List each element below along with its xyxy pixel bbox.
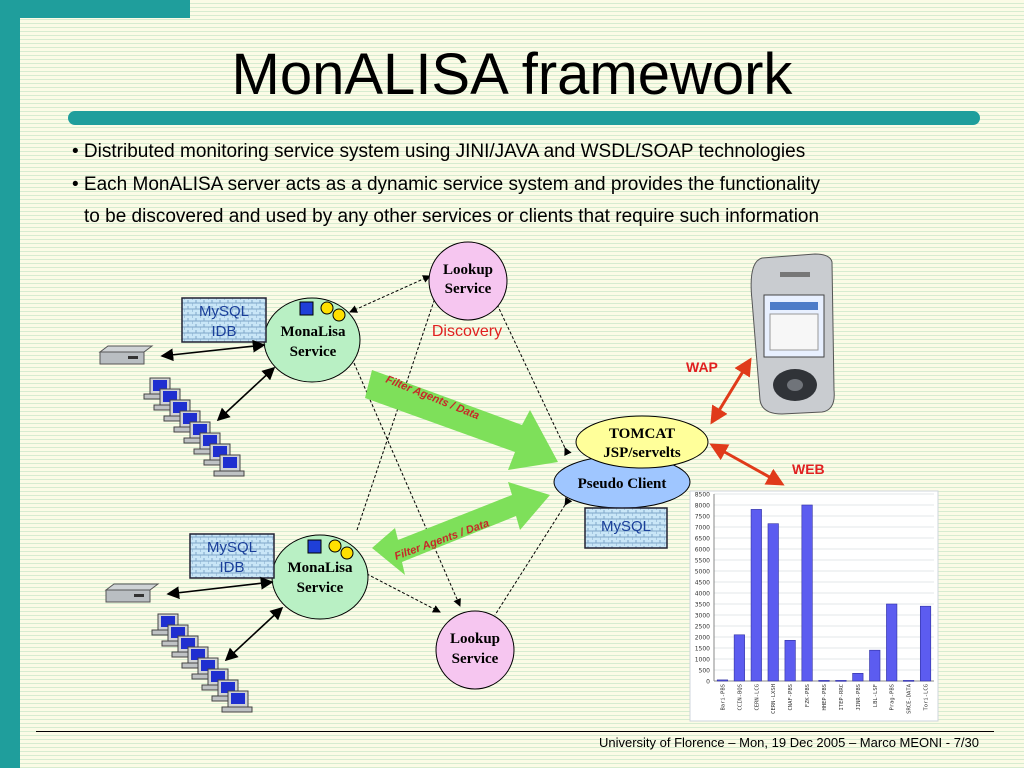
- slide-title: MonALISA framework: [231, 42, 793, 107]
- bullet-2-continued: to be discovered and used by any other s…: [84, 206, 820, 227]
- filter-arrow-bottom: [372, 482, 550, 575]
- chart-bar: [835, 680, 847, 682]
- wap-label: WAP: [686, 359, 718, 375]
- x-tick-label: FZK-PBS: [805, 684, 811, 707]
- slide-footer: University of Florence – Mon, 19 Dec 200…: [598, 735, 979, 750]
- top-accent-bar: [0, 0, 190, 18]
- wap-arrow: [710, 357, 752, 425]
- server-icon: [104, 583, 160, 603]
- x-tick-label: Bari-PBS: [720, 684, 726, 711]
- monalisa-top-label-2: Service: [290, 344, 337, 360]
- web-arrow: [709, 443, 785, 486]
- mysql-idb-top: [181, 297, 267, 343]
- y-tick-label: 7000: [695, 525, 710, 532]
- monalisa-bottom-label-2: Service: [297, 580, 344, 596]
- y-tick-label: 2000: [695, 635, 710, 642]
- mysql-idb-top-label-2: IDB: [211, 323, 236, 340]
- chart-bar: [919, 605, 932, 682]
- workstation-icon: [221, 690, 253, 713]
- y-tick-label: 2500: [695, 624, 710, 631]
- y-tick-label: 6500: [695, 536, 710, 543]
- mysql-idb-top-label-1: MySQL: [199, 303, 249, 320]
- x-tick-label: JINR-PBS: [856, 684, 862, 711]
- service-circle-icon: [328, 539, 342, 553]
- workstations-top-icon: [143, 377, 245, 477]
- title-underline: [68, 111, 980, 125]
- tomcat-node: [575, 415, 709, 469]
- chart-bar: [903, 680, 915, 682]
- y-tick-label: 1000: [695, 657, 710, 664]
- lookup-bottom-label-2: Service: [452, 651, 499, 667]
- lookup-service-bottom: [435, 610, 515, 690]
- tomcat-label-2: JSP/servelts: [603, 445, 681, 461]
- x-tick-label: CCIN-BQS: [737, 684, 743, 711]
- x-tick-label: Tori-LCG: [924, 684, 930, 711]
- x-tick-label: CERN-LXSH: [771, 684, 777, 714]
- y-tick-label: 1500: [695, 646, 710, 653]
- y-tick-label: 6000: [695, 547, 710, 554]
- chart-bar: [852, 672, 864, 682]
- y-tick-label: 4500: [695, 580, 710, 587]
- y-tick-label: 8500: [695, 492, 710, 499]
- x-tick-label: CERN-LCG: [754, 684, 760, 711]
- y-tick-label: 5000: [695, 569, 710, 576]
- chart-bar: [767, 523, 779, 682]
- y-tick-label: 3500: [695, 602, 710, 609]
- server-icon: [98, 345, 154, 365]
- y-tick-label: 5500: [695, 558, 710, 565]
- chart-bar: [716, 679, 729, 682]
- service-circle-icon: [340, 546, 354, 560]
- mobile-phone-icon: [750, 253, 835, 415]
- x-tick-label: ITEP-RRC: [839, 684, 845, 711]
- chart-background: [689, 490, 939, 722]
- service-circle-icon: [320, 301, 334, 315]
- footer-divider: [36, 731, 994, 732]
- service-circle-icon: [332, 308, 346, 322]
- x-tick-label: HHEP-PBS: [822, 684, 828, 711]
- y-tick-label: 3000: [695, 613, 710, 620]
- mysql-idb-bottom-label-1: MySQL: [207, 539, 257, 556]
- x-tick-label: CNAF-PBS: [788, 684, 794, 711]
- filter-arrow-top: [365, 370, 558, 470]
- monalisa-bottom-label-1: MonaLisa: [287, 560, 353, 576]
- monalisa-top-label-1: MonaLisa: [280, 324, 346, 340]
- mysql-right: [584, 507, 668, 549]
- lookup-bottom-label-1: Lookup: [450, 631, 500, 647]
- tomcat-label-1: TOMCAT: [609, 426, 675, 442]
- bar-chart: 0 500 1000 1500 2000 2500 3000 3500 4000 4500 5000…: [689, 490, 939, 722]
- bullet-1: • Distributed monitoring service system …: [72, 141, 806, 162]
- lookup-top-label-1: Lookup: [443, 262, 493, 278]
- x-tick-label: SRCE-DATA: [907, 683, 913, 713]
- chart-bar: [801, 504, 813, 682]
- left-accent-bar: [0, 0, 20, 768]
- lookup-top-label-2: Service: [445, 281, 492, 297]
- mysql-right-label: MySQL: [601, 518, 651, 535]
- chart-bar: [886, 603, 898, 682]
- y-tick-label: 8000: [695, 503, 710, 510]
- chart-bar: [784, 639, 796, 682]
- chart-bar: [869, 649, 881, 682]
- workstations-bottom-icon: [151, 613, 253, 713]
- y-tick-label: 0: [706, 679, 710, 686]
- mysql-idb-bottom: [189, 533, 275, 579]
- pseudo-client-label: Pseudo Client: [578, 476, 667, 492]
- y-tick-label: 4000: [695, 591, 710, 598]
- y-tick-label: 500: [699, 668, 711, 675]
- workstation-icon: [213, 454, 245, 477]
- discovery-label: Discovery: [432, 323, 502, 340]
- service-square-icon: [299, 301, 314, 316]
- lookup-service-top: [428, 241, 508, 321]
- chart-bar: [750, 509, 762, 682]
- y-tick-label: 7500: [695, 514, 710, 521]
- mysql-idb-bottom-label-2: IDB: [219, 559, 244, 576]
- chart-bar: [733, 634, 745, 682]
- x-tick-label: Prag-PBS: [890, 684, 896, 711]
- x-tick-label: LBL-LSF: [873, 684, 879, 707]
- web-label: WEB: [792, 461, 825, 477]
- bullet-2: • Each MonALISA server acts as a dynamic…: [72, 174, 820, 195]
- chart-bar: [818, 680, 830, 682]
- service-square-icon: [307, 539, 322, 554]
- solid-links: [160, 339, 284, 662]
